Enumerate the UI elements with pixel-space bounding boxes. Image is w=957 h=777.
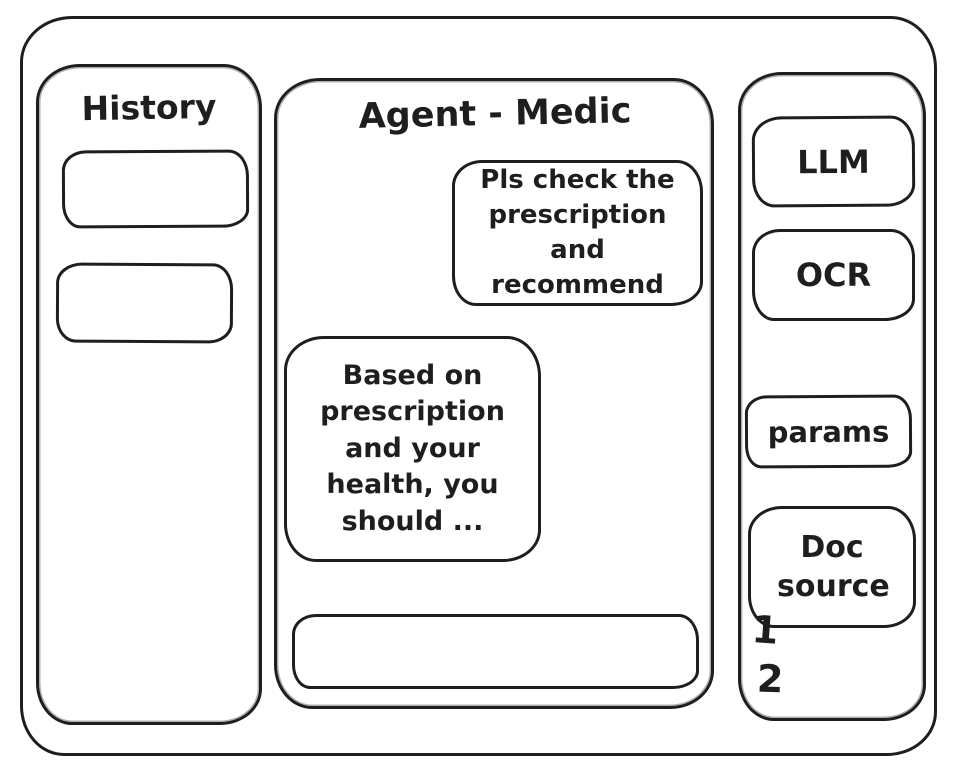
ocr-button[interactable]: OCR bbox=[752, 229, 915, 321]
params-button-label: params bbox=[767, 414, 890, 449]
doc-source-button[interactable]: Doc source bbox=[748, 506, 916, 628]
history-panel-title: History bbox=[81, 86, 217, 129]
llm-button-label: LLM bbox=[797, 142, 870, 181]
history-item[interactable] bbox=[55, 262, 234, 344]
history-item[interactable] bbox=[61, 149, 250, 229]
params-button[interactable]: params bbox=[744, 394, 913, 469]
ocr-button-label: OCR bbox=[795, 256, 872, 294]
doc-source-item-1: 1 bbox=[750, 607, 780, 653]
chat-input[interactable] bbox=[292, 614, 699, 689]
assistant-message-text: Based on prescription and your health, y… bbox=[320, 359, 505, 537]
user-message-bubble: Pls check the prescription and recommend bbox=[452, 160, 703, 306]
doc-source-button-label: Doc source bbox=[777, 530, 890, 604]
user-message-text: Pls check the prescription and recommend bbox=[480, 164, 675, 301]
doc-source-item-2: 2 bbox=[756, 656, 785, 702]
chat-title: Agent - Medic bbox=[358, 91, 632, 137]
llm-button[interactable]: LLM bbox=[751, 115, 916, 208]
assistant-message-bubble: Based on prescription and your health, y… bbox=[284, 336, 541, 562]
